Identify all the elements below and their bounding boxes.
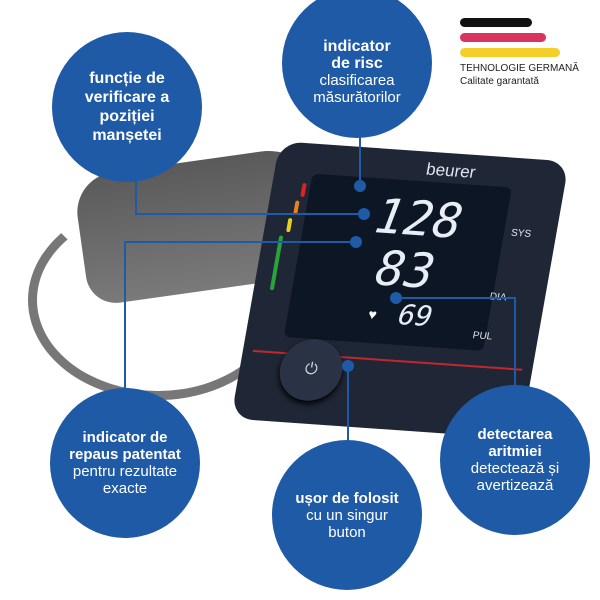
heart-icon: ♥	[367, 305, 379, 323]
sys-label: SYS	[510, 227, 532, 240]
dia-value: 83	[371, 240, 440, 301]
device-brand: beurer	[424, 159, 478, 182]
power-button[interactable]: ⏻	[274, 337, 348, 403]
feature-title: funcție de verificare a poziției manșete…	[84, 70, 170, 144]
power-icon: ⏻	[303, 360, 320, 379]
feature-title: detectarea aritmiei	[477, 426, 553, 460]
badge-line1: TEHNOLOGIE GERMANĂ	[460, 63, 579, 74]
feature-risk-indicator: indicator de risc clasificarea măsurător…	[282, 0, 432, 138]
feature-title: indicator de repaus patentat	[69, 429, 181, 463]
lcd-screen: 128 83 69 ♥	[269, 173, 512, 351]
feature-subtitle: pentru rezultate exacte	[72, 463, 178, 497]
feature-rest-indicator: indicator de repaus patentat pentru rezu…	[50, 388, 200, 538]
feature-subtitle: detectează și avertizează	[470, 460, 560, 494]
flag-yellow-stripe	[460, 48, 560, 57]
feature-easy-use: ușor de folosit cu un singur buton	[272, 440, 422, 590]
feature-cuff-check: funcție de verificare a poziției manșete…	[52, 32, 202, 182]
risk-yellow	[286, 218, 293, 233]
feature-subtitle: clasificarea măsurătorilor	[313, 72, 401, 106]
pulse-value: 69	[395, 298, 436, 334]
risk-green	[269, 235, 284, 291]
flag-black-stripe	[460, 18, 532, 27]
feature-title: indicator de risc	[323, 38, 391, 72]
flag-red-stripe	[460, 33, 546, 42]
feature-subtitle: cu un singur buton	[306, 506, 388, 541]
risk-red	[300, 182, 307, 198]
feature-title: ușor de folosit	[295, 489, 399, 507]
feature-arrhythmia: detectarea aritmiei detectează și averti…	[440, 385, 590, 535]
badge-line2: Calitate garantată	[460, 76, 539, 87]
pul-label: PUL	[471, 330, 494, 343]
